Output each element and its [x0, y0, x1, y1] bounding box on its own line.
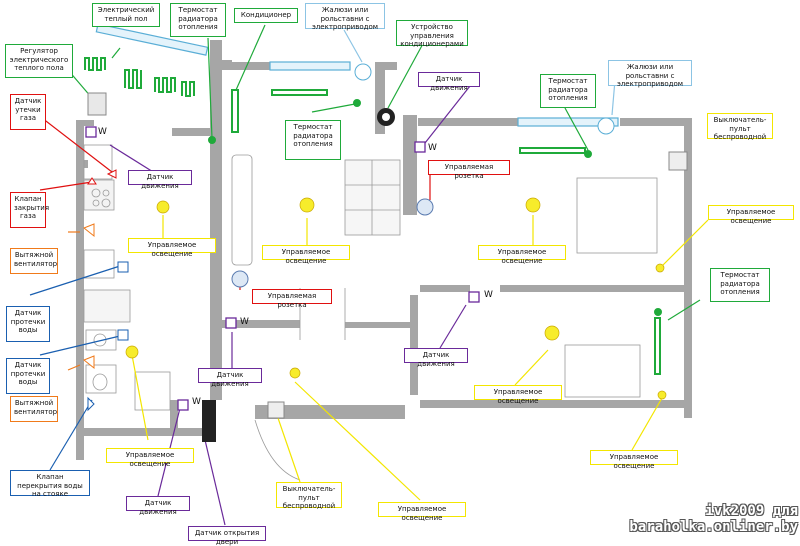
- label-water-leak-1: Датчик протечки воды: [6, 306, 50, 342]
- watermark: ivk2009 для baraholka.onliner.by: [629, 503, 798, 535]
- label-motion-sensor-living: Датчик движения: [198, 368, 262, 388]
- label-wireless-switch-1: Выключатель-пульт беспроводной: [707, 113, 773, 141]
- label-water-leak-2: Датчик протечки воды: [6, 358, 50, 394]
- label-managed-socket-1: Управляемая розетка: [428, 160, 510, 180]
- label-water-valve: Клапан перекрытия воды на стояке: [10, 470, 90, 498]
- motion-sensors: [85, 126, 480, 411]
- label-blinds-2: Жалюзи или рольставни с электроприводом: [608, 60, 692, 88]
- label-gas-valve: Клапан закрытия газа: [10, 192, 49, 228]
- label-lighting-hall: Управляемое освещение: [106, 448, 194, 468]
- label-thermostat-1: Термостат радиатора отопления: [170, 3, 226, 37]
- label-lighting-kitchen: Управляемое освещение: [128, 238, 216, 258]
- windows: [95, 23, 619, 127]
- label-lighting-center: Управляемое освещение: [478, 245, 566, 265]
- label-thermostat-4: Термостат радиатора отопления: [710, 268, 770, 302]
- label-exhaust-fan-2: Вытяжной вентилятор: [10, 396, 58, 422]
- label-ac-control: Устройство управления кондиционерами: [396, 20, 468, 48]
- label-thermostat-2: Термостат радиатора отопления: [540, 74, 596, 108]
- radiators: [208, 89, 662, 375]
- bulbs: [125, 197, 667, 400]
- furniture: [83, 144, 658, 481]
- label-motion-sensor-entry: Датчик движения: [126, 496, 190, 516]
- motion-sensor-letters: W W W W W: [98, 127, 493, 407]
- label-air-conditioner: Кондиционер: [234, 8, 298, 23]
- svg-text:W: W: [98, 127, 107, 137]
- floor-heating-coils: [84, 57, 195, 97]
- svg-text:W: W: [240, 317, 249, 327]
- label-lighting-room2: Управляемое освещение: [590, 450, 678, 470]
- label-lighting-corridor: Управляемое освещение: [378, 502, 466, 522]
- label-thermostat-3: Термостат радиатора отопления: [285, 120, 341, 160]
- label-floor-heating: Электрический теплый пол: [92, 3, 160, 27]
- label-lighting-bedroom2: Управляемое освещение: [474, 385, 562, 405]
- svg-text:W: W: [484, 290, 493, 300]
- svg-text:W: W: [428, 143, 437, 153]
- label-blinds-1: Жалюзи или рольставни с электроприводом: [305, 3, 385, 31]
- label-motion-sensor-bedroom: Датчик движения: [404, 348, 468, 368]
- devices: [83, 63, 688, 442]
- label-managed-socket-2: Управляемая розетка: [252, 289, 332, 309]
- walls: [76, 40, 692, 460]
- svg-text:W: W: [192, 397, 201, 407]
- label-floor-regulator: Регулятор электрического теплого пола: [5, 44, 73, 78]
- label-wireless-switch-2: Выключатель-пульт беспроводной: [276, 482, 342, 510]
- label-lighting-bedroom: Управляемое освещение: [708, 205, 794, 225]
- label-motion-sensor-hall: Датчик движения: [418, 72, 480, 92]
- label-door-sensor: Датчик открытия двери: [188, 526, 266, 546]
- connector-lines: [29, 24, 709, 526]
- label-gas-leak: Датчик утечки газа: [10, 94, 46, 130]
- label-motion-sensor-kitchen: Датчик движения: [128, 170, 192, 190]
- label-exhaust-fan-1: Вытяжной вентилятор: [10, 248, 58, 274]
- label-lighting-living: Управляемое освещение: [262, 245, 350, 265]
